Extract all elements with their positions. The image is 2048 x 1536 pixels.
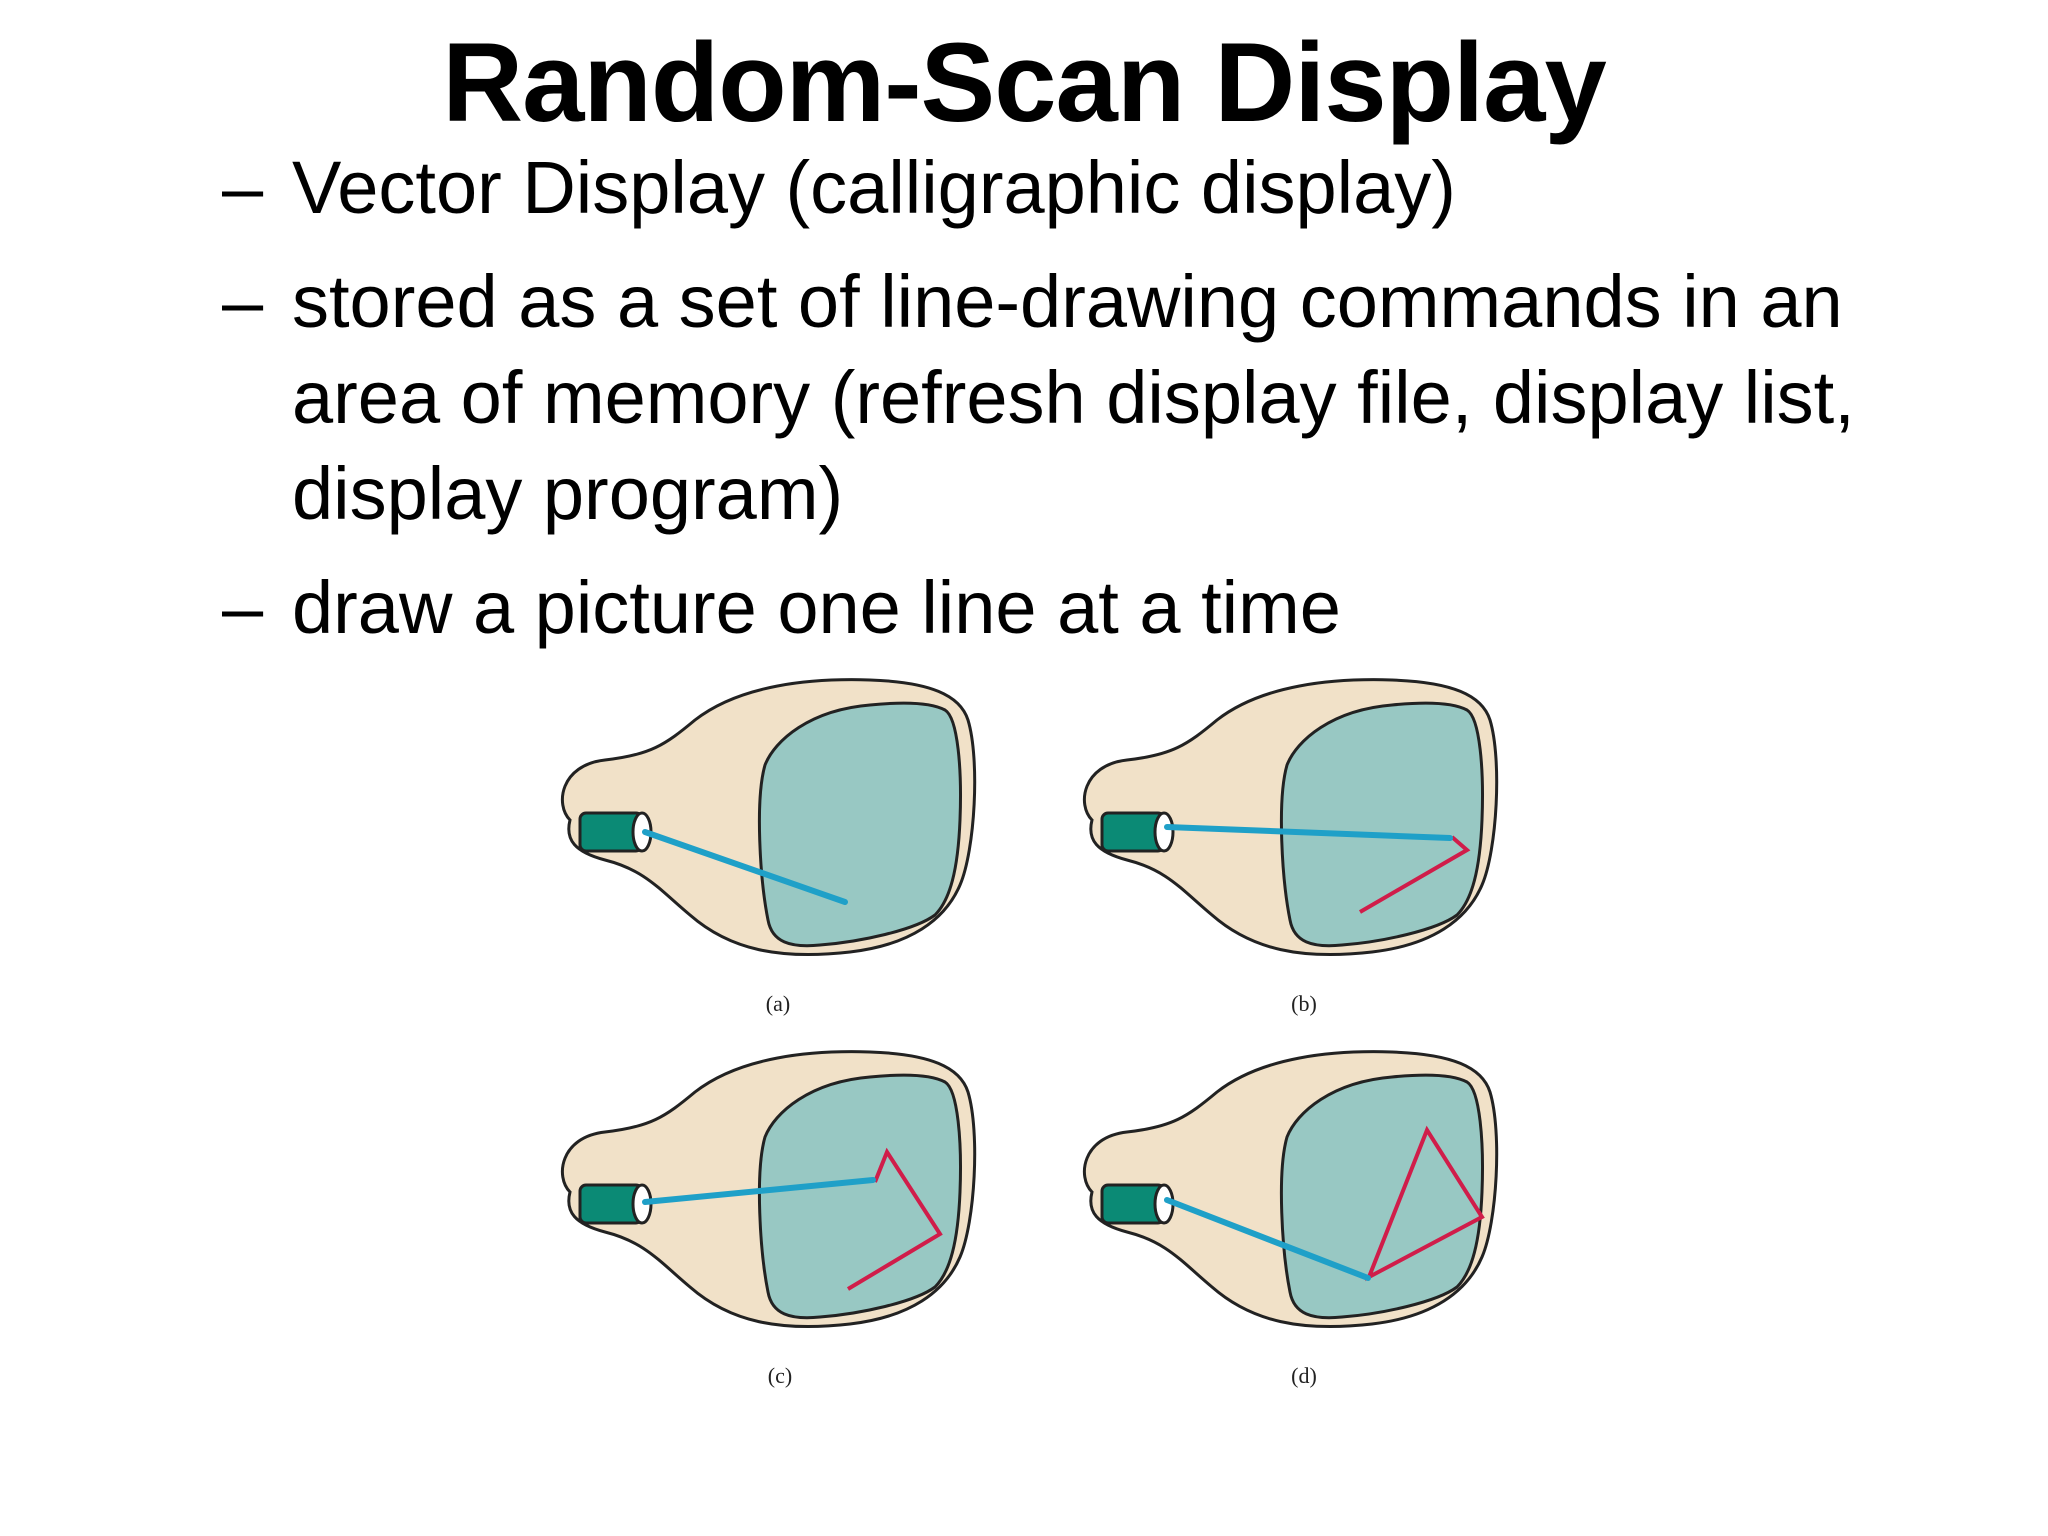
panel-d: (d) <box>1082 1050 1499 1388</box>
tube-shell <box>560 678 977 957</box>
phosphor-screen <box>1279 701 1484 948</box>
electron-gun <box>578 1183 653 1225</box>
slide-title: Random-Scan Display <box>442 20 1607 145</box>
electron-beam <box>642 829 848 905</box>
bullet-item: – stored as a set of line-drawing comman… <box>222 254 1922 542</box>
panel-b: (b) <box>1082 678 1499 1016</box>
phosphor-screen <box>1279 1073 1484 1320</box>
electron-beam <box>642 1177 876 1205</box>
electron-beam <box>1164 824 1453 841</box>
bullet-text: stored as a set of line-drawing commands… <box>292 260 1855 535</box>
bullet-dash: – <box>222 146 264 229</box>
electron-beam <box>1164 1197 1371 1281</box>
tube-shell <box>1082 1050 1499 1329</box>
electron-gun <box>578 811 653 853</box>
panel-label: (d) <box>1291 1363 1317 1388</box>
phosphor-screen <box>757 701 962 948</box>
bullet-list: – Vector Display (calligraphic display) … <box>222 140 1922 674</box>
bullet-item: – Vector Display (calligraphic display) <box>222 140 1922 236</box>
electron-gun <box>1100 1183 1175 1225</box>
drawn-line <box>1358 835 1471 914</box>
panel-label: (c) <box>768 1363 792 1388</box>
panel-label: (a) <box>766 991 790 1016</box>
drawn-line <box>846 1147 943 1291</box>
bullet-dash: – <box>222 566 264 649</box>
phosphor-screen <box>757 1073 962 1320</box>
tube-shell <box>1082 678 1499 957</box>
electron-gun <box>1100 811 1175 853</box>
bullet-dash: – <box>222 260 264 343</box>
bullet-text: draw a picture one line at a time <box>292 566 1341 649</box>
drawn-triangle <box>1365 1125 1485 1282</box>
bullet-item: – draw a picture one line at a time <box>222 560 1922 656</box>
panel-c: (c) <box>560 1050 977 1388</box>
panel-label: (b) <box>1291 991 1317 1016</box>
bullet-text: Vector Display (calligraphic display) <box>292 146 1456 229</box>
panel-a: (a) <box>560 678 977 1016</box>
tube-shell <box>560 1050 977 1329</box>
